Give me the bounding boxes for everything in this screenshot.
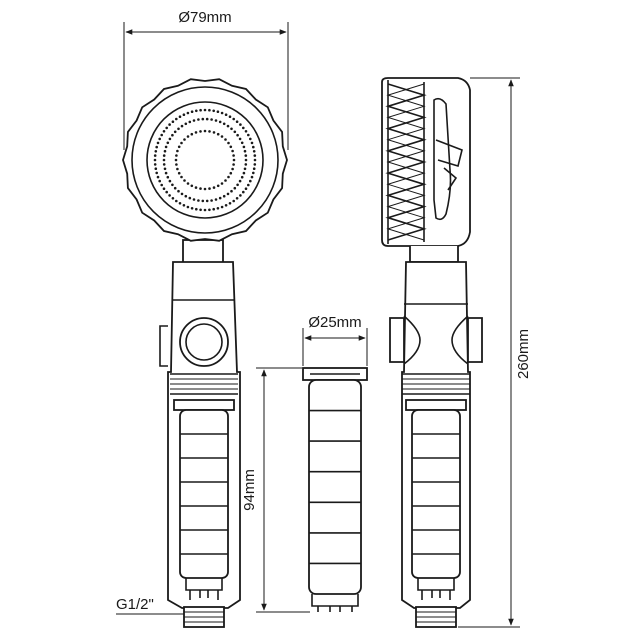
filterSegs-segments (309, 409, 361, 565)
side-filter-cartridge (411, 409, 461, 579)
dim-head-diameter: Ø79mm (123, 9, 289, 150)
front-filter-cap (173, 399, 235, 411)
spray-face (146, 101, 264, 219)
front-view (122, 78, 288, 628)
front-neck (182, 239, 224, 265)
head-diameter-label: Ø79mm (178, 9, 231, 26)
total-length-label: 260mm (515, 329, 532, 379)
nozzle-dots (153, 108, 257, 212)
front-connector (183, 606, 225, 628)
side-head-teeth (385, 83, 427, 241)
dim-thread: G1/2" (116, 596, 184, 615)
spray-head-ring (131, 86, 279, 234)
side-head-switch (433, 97, 452, 221)
thread-label: G1/2" (116, 596, 154, 613)
side-connector (415, 606, 457, 628)
side-view (381, 77, 483, 628)
front-filter-cartridge (179, 409, 229, 579)
filter-cartridge (308, 379, 362, 595)
pause-button (179, 317, 229, 367)
side-bump-left (389, 317, 405, 363)
dim-total-length: 260mm (458, 77, 532, 628)
dim-filter-length: 94mm (241, 367, 310, 613)
filter-diameter-label: Ø25mm (308, 314, 361, 331)
sideSegs-segments (412, 433, 460, 555)
front-threads (170, 373, 238, 395)
filter-view (302, 367, 368, 612)
filter-length-label: 94mm (241, 469, 258, 511)
frontSegs-segments (180, 433, 228, 555)
side-bump-right (467, 317, 483, 363)
side-threads (402, 373, 470, 395)
dim-filter-diameter: Ø25mm (302, 314, 368, 366)
